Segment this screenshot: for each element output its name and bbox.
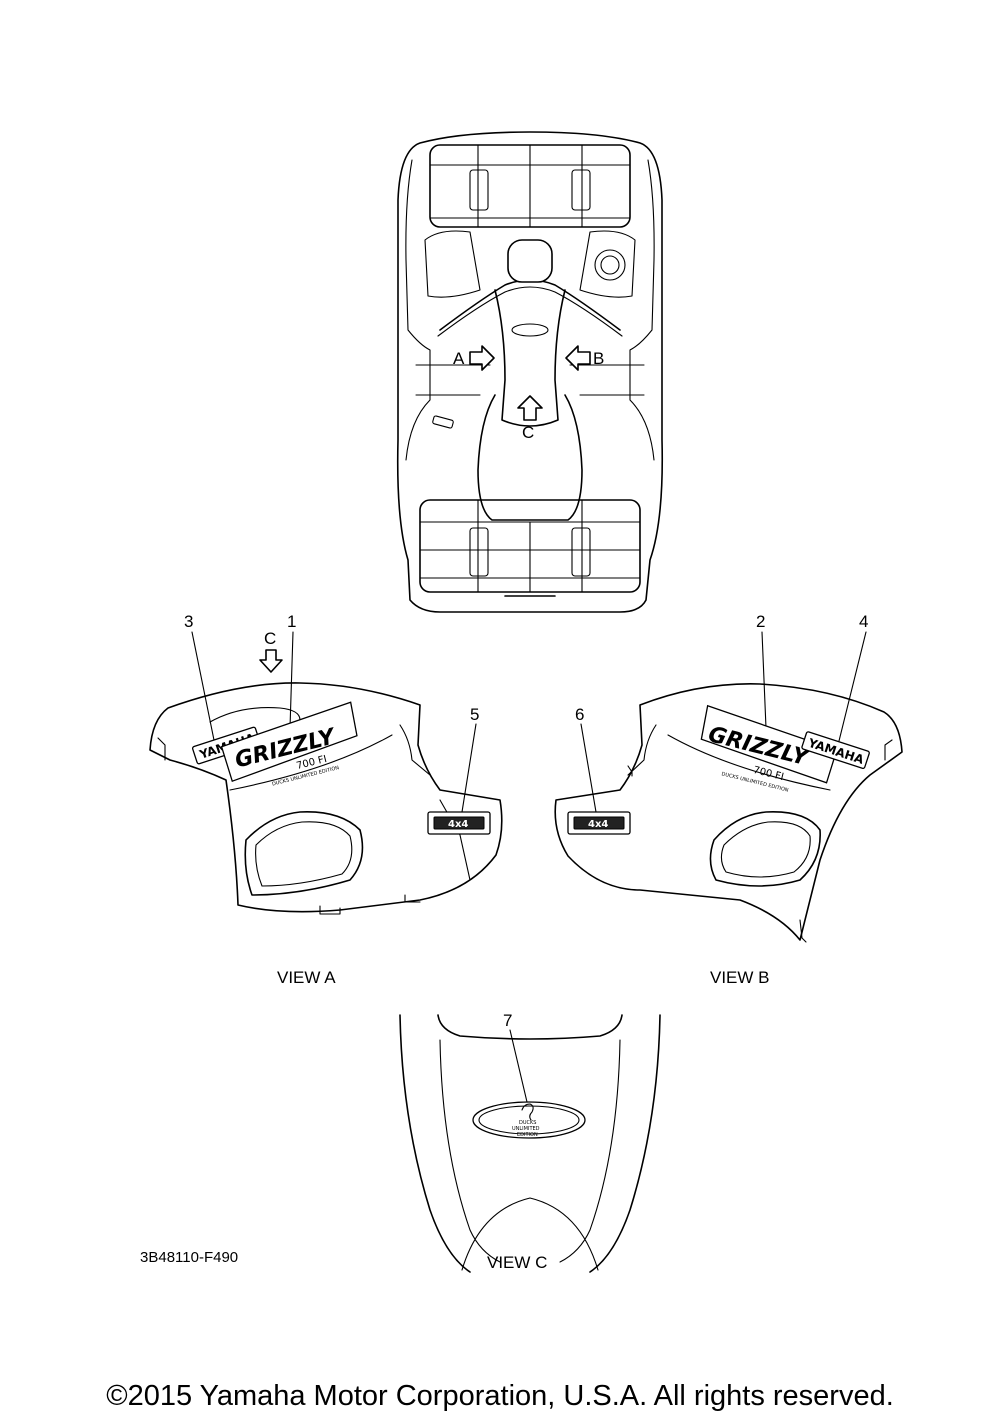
- arrow-a-label: A: [453, 349, 465, 368]
- emblem-line-2: UNLIMITED: [512, 1126, 540, 1132]
- view-c-title: VIEW C: [487, 1253, 547, 1272]
- callout-4: 4: [859, 612, 868, 631]
- callout-7: 7: [503, 1011, 512, 1030]
- callout-1: 1: [287, 612, 296, 631]
- decal-4x4-b: 4x4: [588, 819, 608, 830]
- copyright-notice: ©2015 Yamaha Motor Corporation, U.S.A. A…: [106, 1380, 894, 1412]
- atv-top-view: A B C: [396, 131, 664, 613]
- callout-2: 2: [756, 612, 765, 631]
- arrow-a-icon: [469, 345, 495, 371]
- arrow-c-label: C: [522, 423, 534, 442]
- arrow-b-icon: [565, 345, 591, 371]
- emblem-line-3: EDITION: [517, 1132, 538, 1138]
- view-c: 7 DUCKS UNLIMITED EDITION VIEW C: [399, 1011, 661, 1273]
- view-b: 2 4 6 GRIZZLY 700 FI DUCKS UNLIMITED EDI…: [554, 612, 903, 987]
- view-b-title: VIEW B: [710, 968, 770, 987]
- diagram-code: 3B48110-F490: [140, 1249, 238, 1266]
- view-a-title: VIEW A: [277, 968, 336, 987]
- decal-4x4-a: 4x4: [448, 819, 468, 830]
- callout-6: 6: [575, 705, 584, 724]
- view-a-arrow-c-label: C: [264, 629, 276, 648]
- arrow-c-icon: [517, 395, 543, 421]
- callout-5: 5: [470, 705, 479, 724]
- callout-3: 3: [184, 612, 193, 631]
- view-a-arrow-c-icon: [259, 649, 283, 673]
- view-a: 3 1 5 C YAMAHA GRIZZLY 700 FI DUCKS UNLI…: [149, 612, 503, 987]
- arrow-b-label: B: [593, 349, 604, 368]
- emblem-line-1: DUCKS: [519, 1120, 536, 1126]
